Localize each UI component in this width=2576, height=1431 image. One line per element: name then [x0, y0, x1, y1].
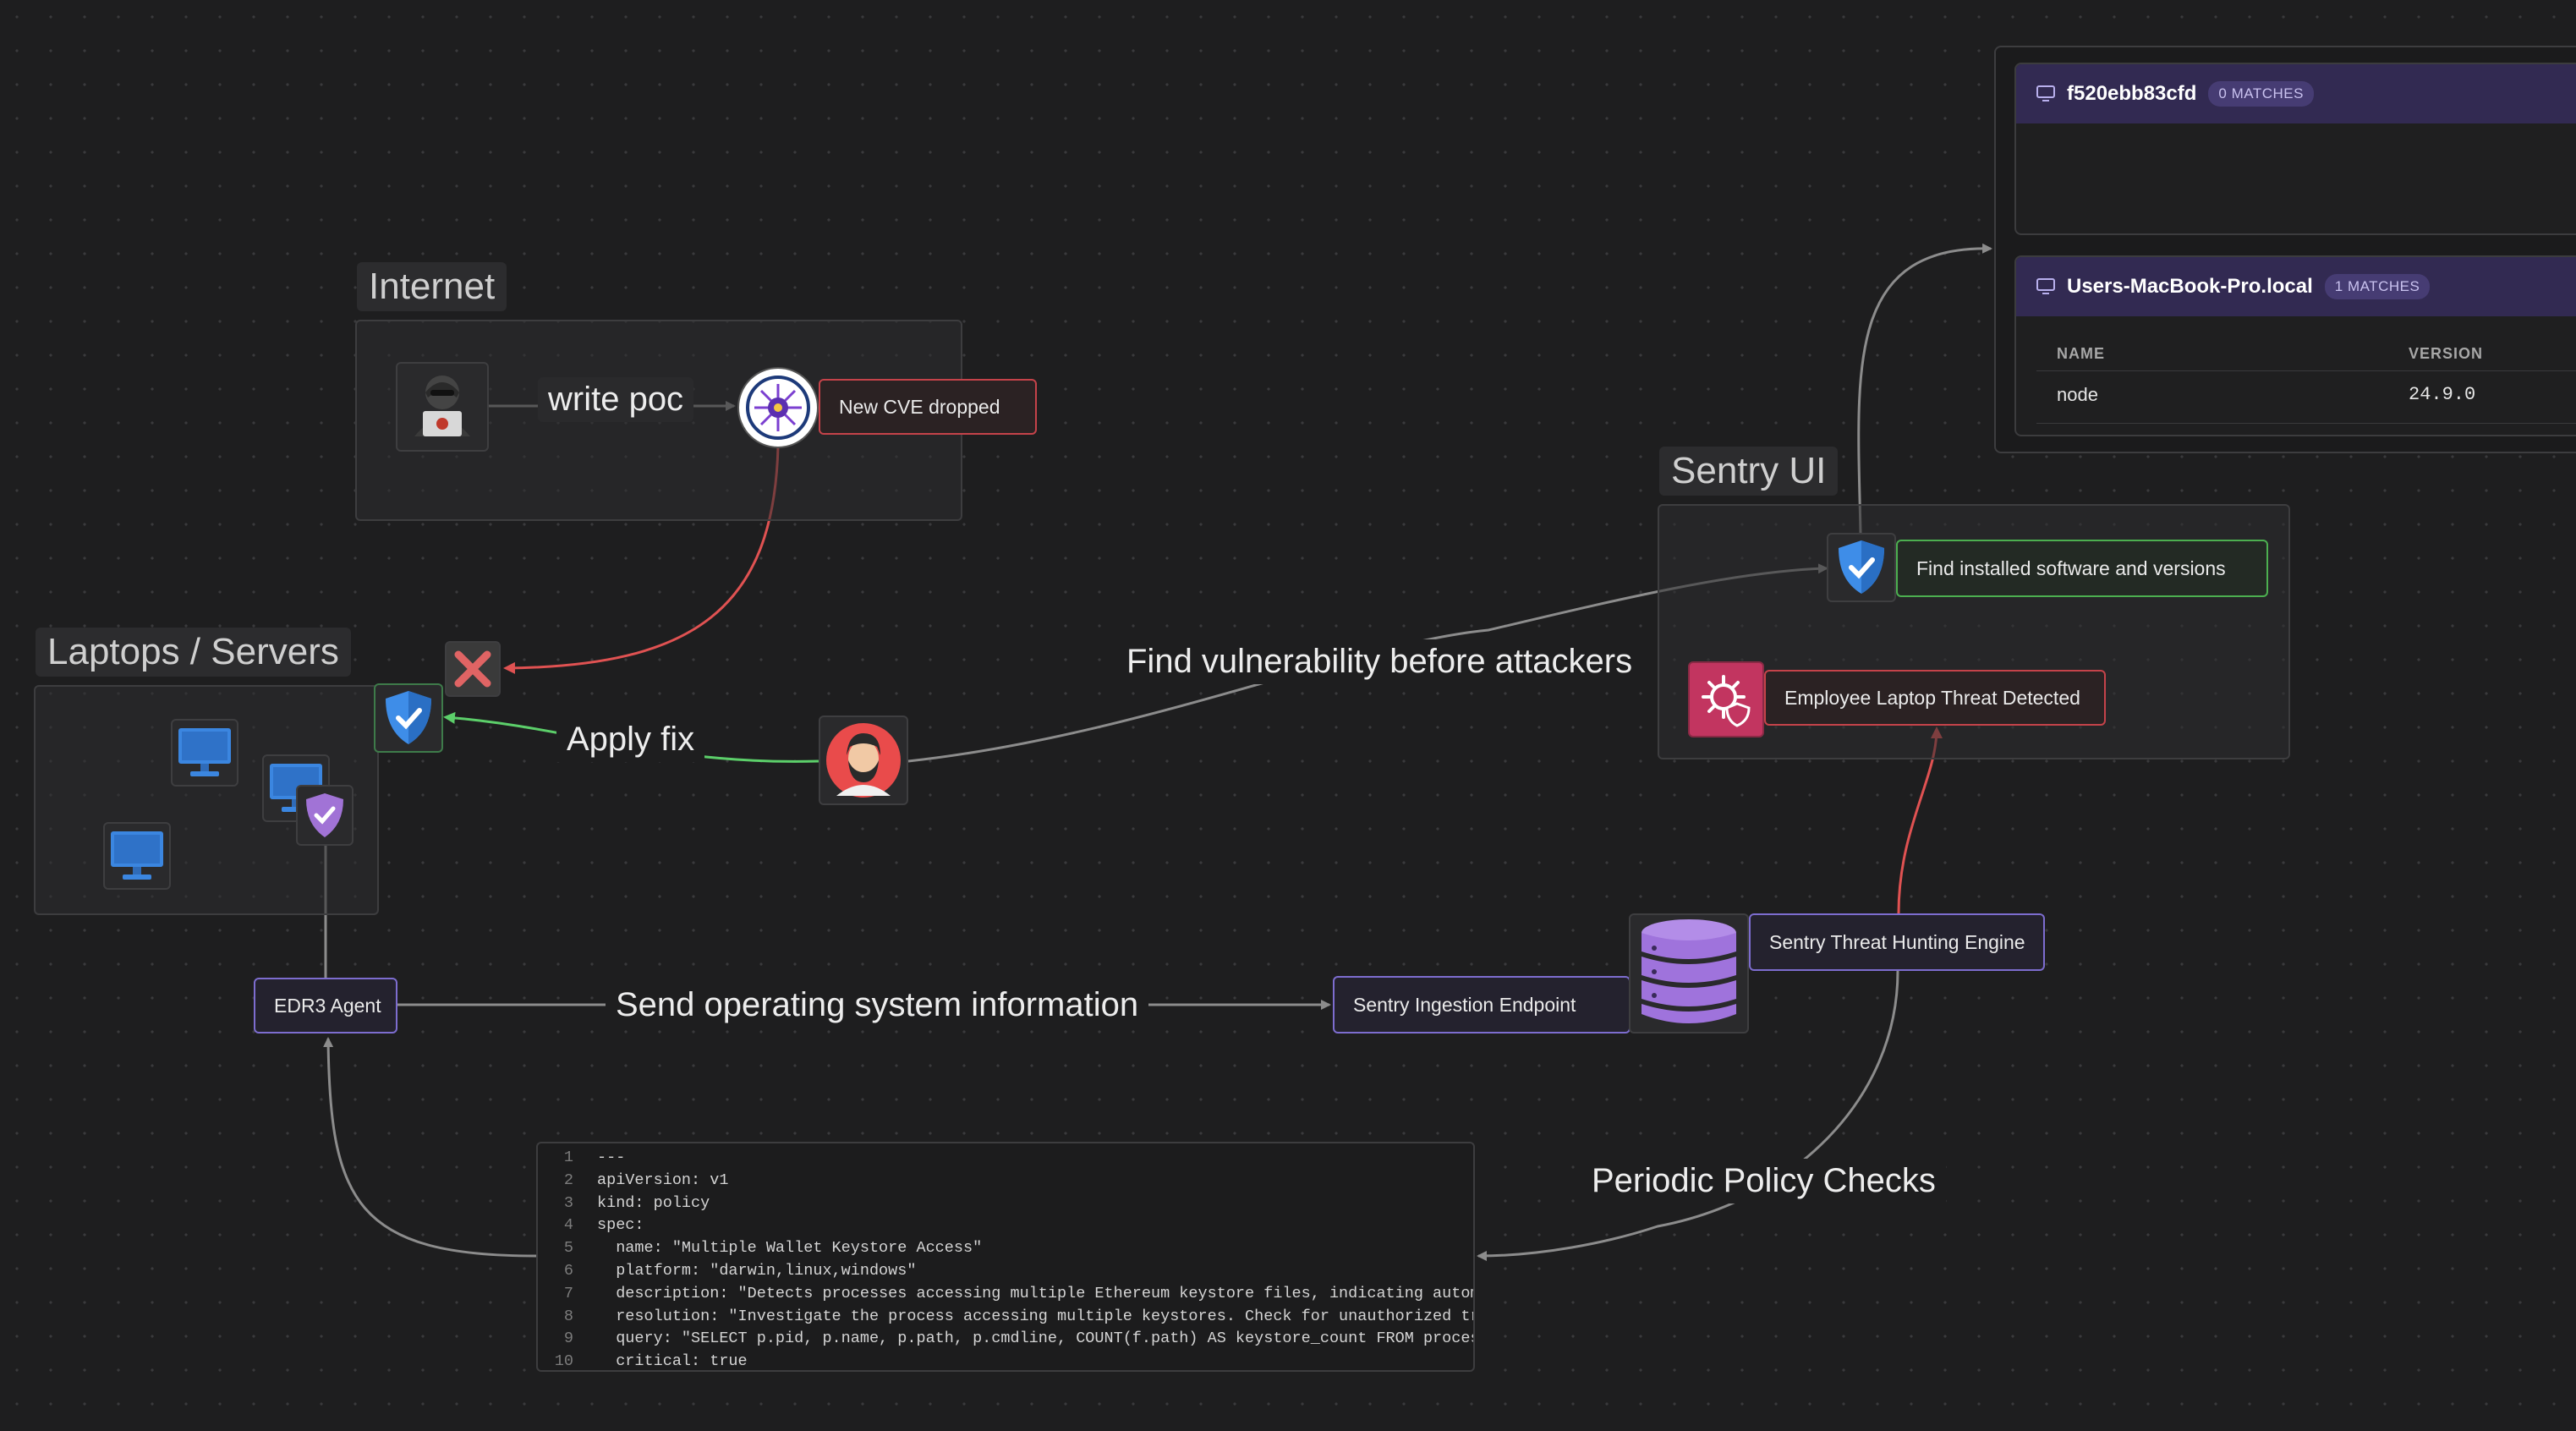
table-cell-version: 24.9.0	[2409, 384, 2476, 405]
monitor-icon	[2036, 278, 2055, 294]
table-divider	[2036, 423, 2576, 424]
virus-threat-icon[interactable]	[1688, 661, 1764, 737]
apply-fix-label: Apply fix	[556, 717, 705, 762]
host-name: f520ebb83cfd	[2067, 82, 2197, 105]
code-line: 6 platform: "darwin,linux,windows"	[563, 1261, 917, 1280]
column-header-version: VERSION	[2409, 345, 2484, 362]
edr3-agent-node[interactable]: EDR3 Agent	[254, 978, 397, 1034]
send-os-info-label: Send operating system information	[606, 983, 1149, 1028]
host-card-header[interactable]: Users-MacBook-Pro.local 1 MATCHES	[2016, 257, 2576, 316]
host-card[interactable]: f520ebb83cfd 0 MATCHES	[2014, 63, 2576, 235]
code-line: 10 critical: true	[554, 1352, 748, 1371]
find-vulnerability-label: Find vulnerability before attackers	[1116, 639, 1643, 684]
sentry-ui-group-title: Sentry UI	[1659, 447, 1839, 496]
code-line: 8 resolution: "Investigate the process a…	[563, 1307, 1475, 1325]
edge-to-panel	[1857, 243, 1992, 534]
host-card[interactable]: Users-MacBook-Pro.local 1 MATCHES NAME V…	[2014, 255, 2576, 436]
match-count-badge: 1 MATCHES	[2324, 274, 2431, 299]
internet-group-title: Internet	[357, 262, 507, 311]
monitor-icon	[2036, 85, 2055, 101]
laptops-group-title: Laptops / Servers	[36, 628, 351, 677]
laptop-shield-icon[interactable]	[374, 683, 443, 753]
hacker-icon[interactable]	[396, 362, 489, 452]
code-line: 9 query: "SELECT p.pid, p.name, p.path, …	[563, 1330, 1475, 1348]
engineer-avatar-icon[interactable]	[819, 716, 908, 805]
blocked-x-icon[interactable]	[445, 641, 501, 697]
code-line: 7 description: "Detects processes access…	[563, 1284, 1475, 1302]
computer-icon[interactable]	[103, 822, 171, 890]
write-poc-label: write poc	[538, 377, 694, 422]
host-name: Users-MacBook-Pro.local	[2067, 275, 2313, 298]
code-line: 5 name: "Multiple Wallet Keystore Access…	[563, 1239, 983, 1258]
periodic-policy-checks-label: Periodic Policy Checks	[1581, 1159, 1946, 1203]
table-cell-name: node	[2057, 384, 2098, 405]
table-divider	[2036, 370, 2576, 371]
column-header-name: NAME	[2057, 345, 2105, 362]
threat-detected-node[interactable]: Employee Laptop Threat Detected	[1764, 670, 2106, 726]
edge-periodic	[1477, 970, 1899, 1261]
find-software-node[interactable]: Find installed software and versions	[1896, 540, 2268, 597]
new-cve-node[interactable]: New CVE dropped	[819, 379, 1037, 435]
host-results-panel: f520ebb83cfd 0 MATCHES Users-MacBook-Pro…	[1994, 46, 2576, 453]
threat-hunting-engine-node[interactable]: Sentry Threat Hunting Engine	[1749, 913, 2045, 971]
database-icon[interactable]	[1629, 913, 1749, 1034]
match-count-badge: 0 MATCHES	[2208, 81, 2314, 107]
computer-icon[interactable]	[171, 719, 238, 787]
agent-shield-icon[interactable]	[296, 785, 354, 846]
edge-code-to-agent	[323, 1037, 537, 1258]
sentry-shield-icon[interactable]	[1827, 533, 1896, 602]
ingestion-endpoint-node[interactable]: Sentry Ingestion Endpoint	[1333, 976, 1631, 1034]
cve-bug-icon[interactable]	[737, 367, 819, 448]
code-line: 1---	[563, 1149, 626, 1166]
host-card-header[interactable]: f520ebb83cfd 0 MATCHES	[2016, 64, 2576, 123]
